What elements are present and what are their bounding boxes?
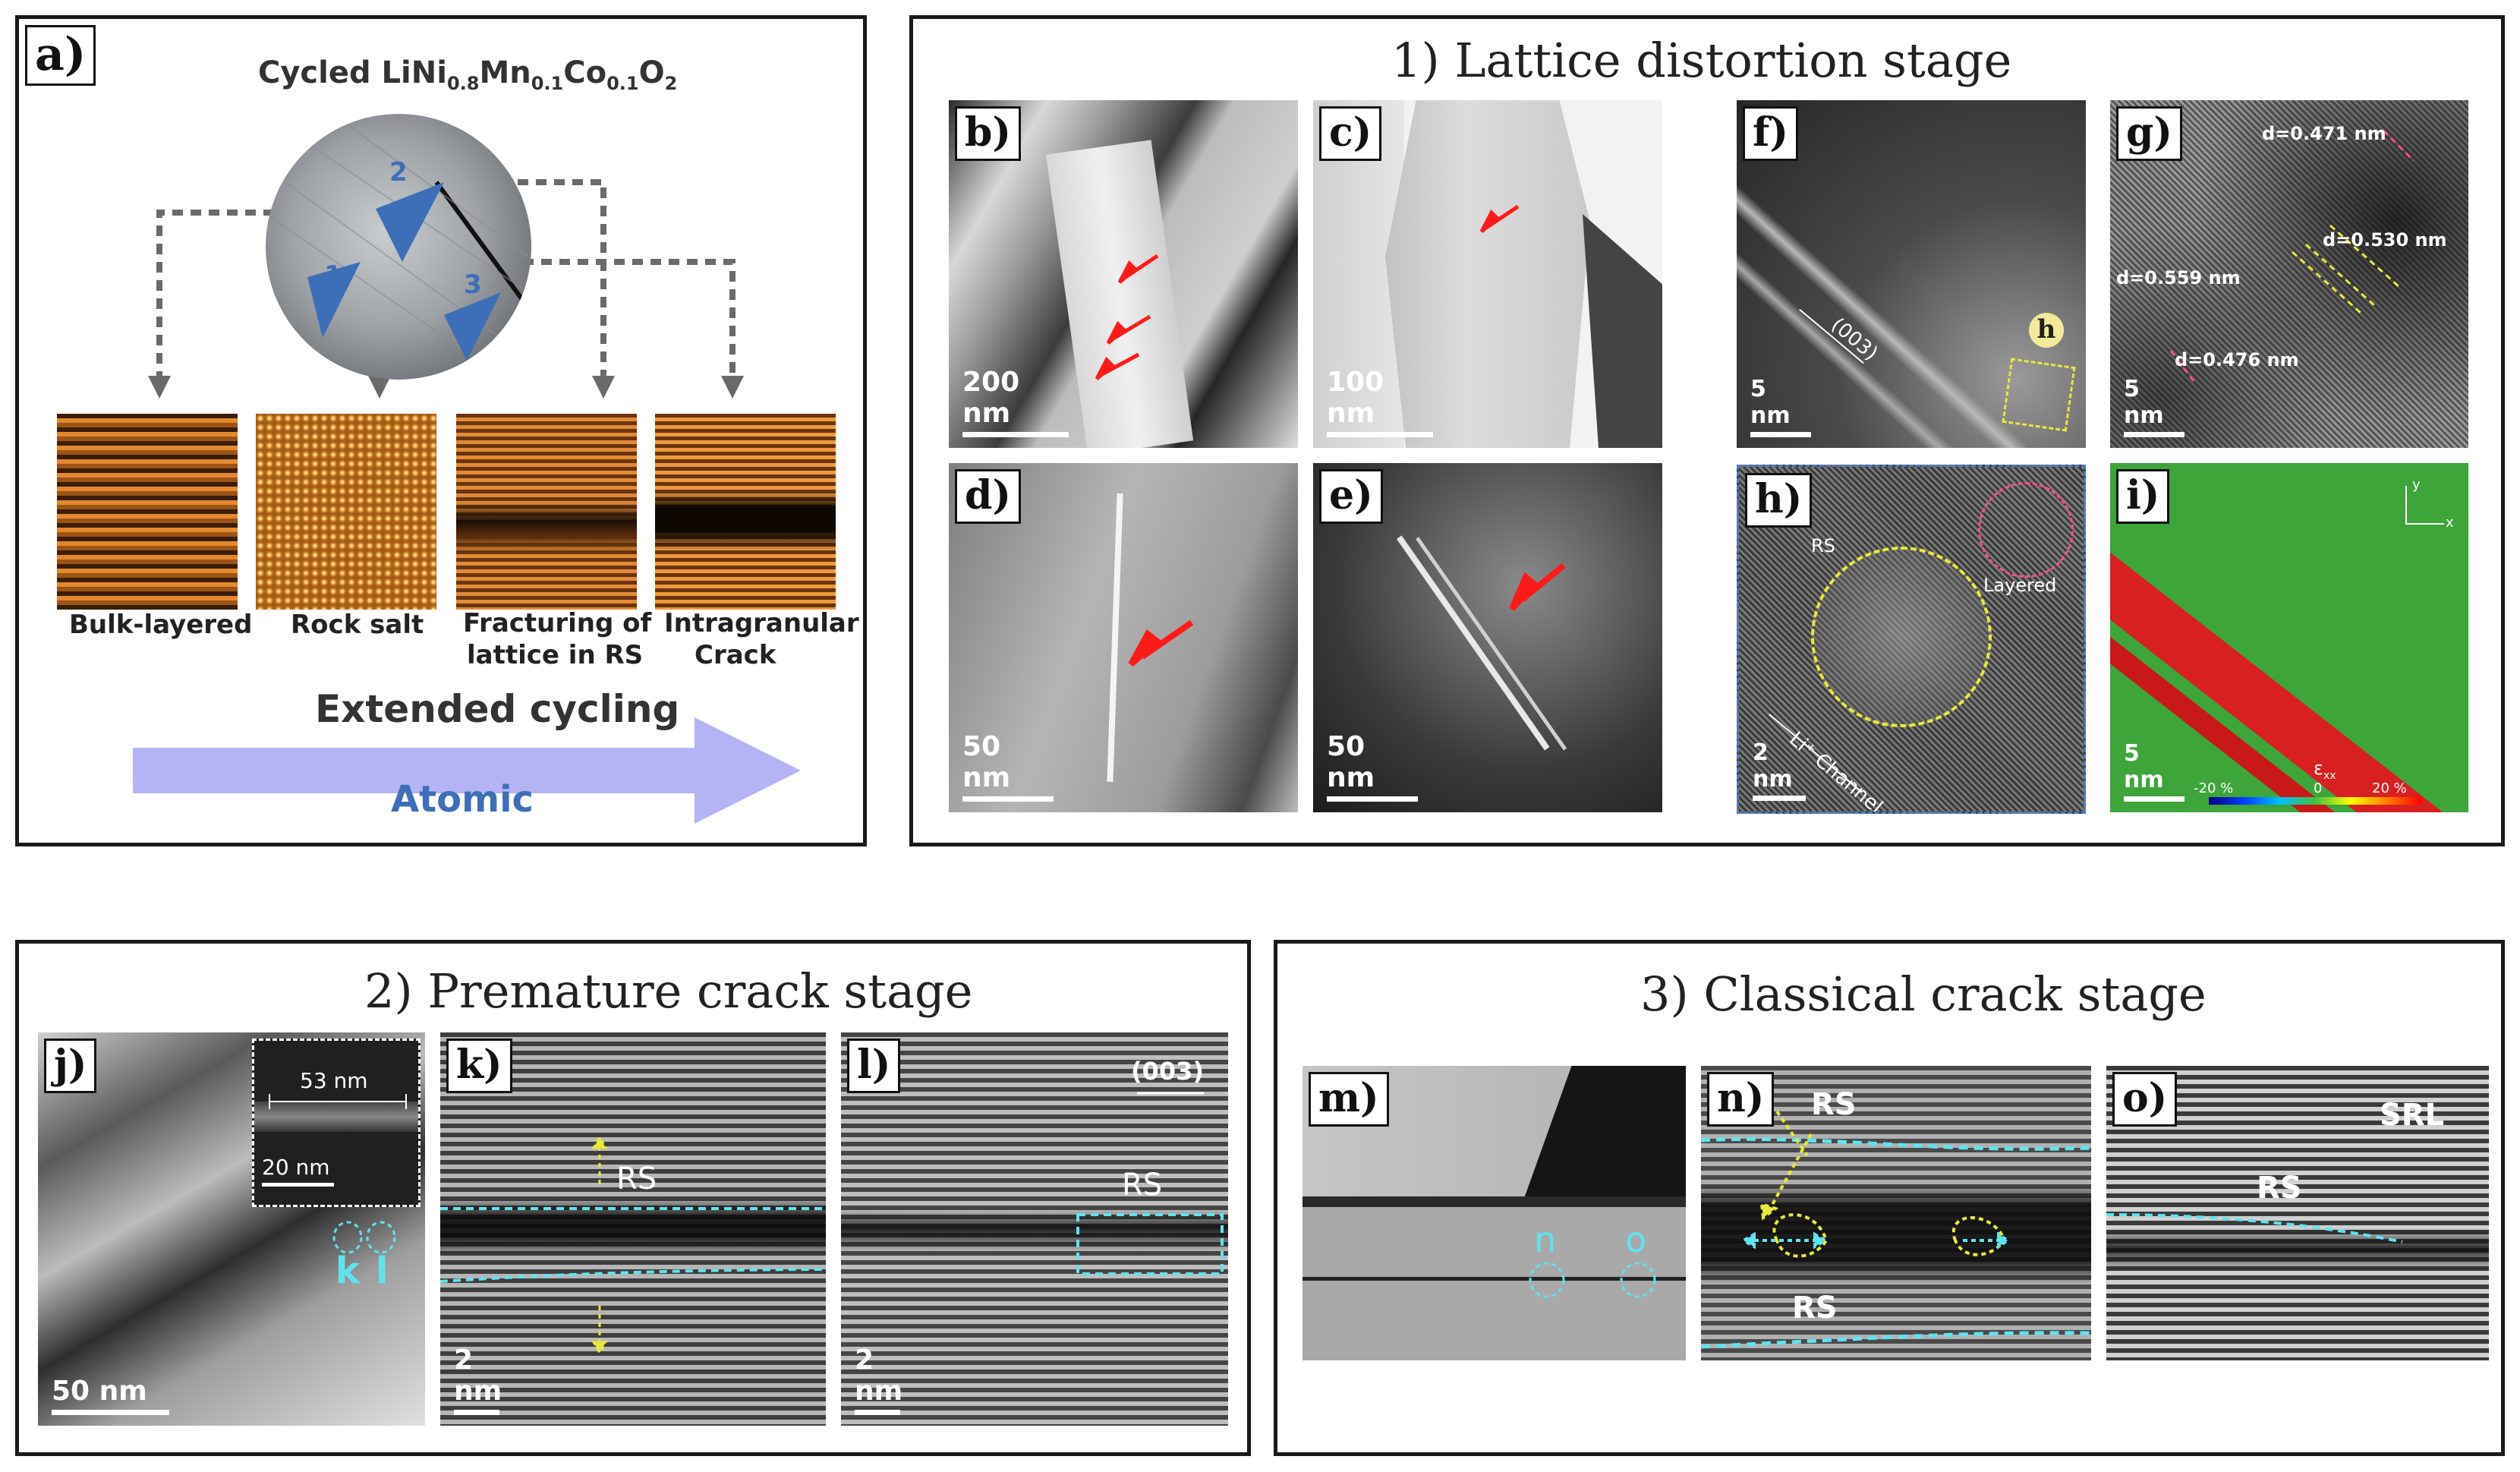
- caption-rock-salt: Rock salt: [291, 610, 424, 640]
- scalebar-l: 2 nm: [855, 1344, 902, 1415]
- panel-l: (003) RS l) 2 nm: [841, 1032, 1228, 1426]
- caption-bulk-layered: Bulk-layered: [69, 610, 253, 640]
- panel-label-l: l): [847, 1039, 901, 1093]
- region-rs-k: RS: [616, 1162, 657, 1196]
- d-spacing-4: d=0.476 nm: [2175, 349, 2299, 370]
- stage3-title: 3) Classical crack stage: [1640, 966, 2207, 1022]
- panel-h: RS Layered Li⁺ Channel h) 2 nm: [1737, 465, 2086, 814]
- axis-x-label: x: [2446, 515, 2454, 531]
- caption-fracturing-l2: lattice in RS: [467, 640, 644, 670]
- thumb-rock-salt: [256, 414, 436, 610]
- panel-m: n o m): [1303, 1066, 1686, 1360]
- scalebar-e: 50 nm: [1327, 731, 1418, 802]
- marker-l: l: [376, 1250, 389, 1292]
- d-spacing-3: d=0.559 nm: [2116, 267, 2241, 288]
- scalebar-k: 2 nm: [454, 1344, 502, 1415]
- colorbar-title: εxx: [2314, 758, 2336, 782]
- panel-c: c) 100 nm: [1313, 100, 1662, 448]
- scalebar-d: 50 nm: [962, 731, 1054, 802]
- panel-label-d: d): [955, 469, 1021, 524]
- panel-label-m: m): [1309, 1072, 1389, 1127]
- caption-crack-l2: Crack: [695, 640, 776, 670]
- panel-g: d=0.471 nm d=0.530 nm d=0.559 nm d=0.476…: [2110, 100, 2468, 448]
- panel-i: y x -20 % 0 20 % εxx i) 5 nm: [2110, 463, 2468, 812]
- panel-e: e) 50 nm: [1313, 463, 1662, 812]
- scalebar-b: 200 nm: [962, 367, 1069, 437]
- panel-label-e: e): [1319, 469, 1383, 524]
- marker-h: h: [2029, 313, 2064, 348]
- marker-1: 1: [324, 260, 342, 291]
- panel-label-o: o): [2112, 1072, 2178, 1127]
- panel-a-title: Cycled LiNi0.8Mn0.1Co0.1O2: [258, 55, 678, 94]
- panel-label-b: b): [955, 106, 1021, 161]
- stage2-title: 2) Premature crack stage: [364, 963, 973, 1019]
- colorbar-min: -20 %: [2194, 780, 2234, 796]
- plane-003-l: (003): [1131, 1057, 1205, 1086]
- marker-o: o: [1625, 1219, 1647, 1260]
- panel-label-c: c): [1319, 106, 1382, 161]
- panel-label-j: j): [44, 1039, 97, 1093]
- panel-label-h: h): [1745, 473, 1813, 528]
- region-rs-n-top: RS: [1811, 1087, 1857, 1122]
- atomic-label: Atomic: [391, 778, 534, 821]
- cycling-arrow: [133, 717, 801, 824]
- strain-colorbar: [2209, 797, 2421, 805]
- thumb-crack: [655, 414, 836, 610]
- marker-2: 2: [389, 157, 408, 188]
- scalebar-g: 5 nm: [2124, 376, 2185, 437]
- panel-b: b) 200 nm: [949, 100, 1298, 448]
- d-spacing-2: d=0.530 nm: [2323, 229, 2447, 251]
- panel-label-a: a): [25, 25, 96, 86]
- region-rs-l: RS: [1122, 1168, 1163, 1203]
- panel-d: d) 50 nm: [949, 463, 1298, 812]
- region-rs-n-bottom: RS: [1792, 1291, 1838, 1325]
- d-spacing-1: d=0.471 nm: [2262, 123, 2386, 144]
- scalebar-j: 50 nm: [52, 1376, 169, 1415]
- axis-y-label: y: [2412, 477, 2421, 493]
- panel-label-i: i): [2116, 469, 2170, 524]
- panel-label-k: k): [446, 1039, 512, 1093]
- region-rs-h: RS: [1811, 535, 1835, 556]
- colorbar-max: 20 %: [2372, 780, 2407, 796]
- scalebar-h: 2 nm: [1753, 739, 1806, 801]
- marker-3: 3: [464, 269, 482, 300]
- extended-cycling-label: Extended cycling: [315, 687, 680, 731]
- stage1-title: 1) Lattice distortion stage: [1391, 33, 2012, 88]
- panel-j: 53 nm 20 nm k l j) 50 nm: [38, 1032, 425, 1426]
- panel-o: SRL RS o): [2106, 1066, 2489, 1360]
- panel-label-f: f): [1743, 106, 1798, 161]
- thumb-bulk-layered: [57, 414, 238, 610]
- inset-scalebar: 20 nm: [262, 1155, 334, 1187]
- thumb-fracturing: [456, 414, 637, 610]
- region-srl: SRL: [2380, 1098, 2445, 1133]
- region-rs-o: RS: [2257, 1171, 2302, 1206]
- panel-f: (003) h f) 5 nm: [1737, 100, 2086, 448]
- marker-k: k: [335, 1250, 360, 1292]
- colorbar-mid: 0: [2314, 780, 2323, 796]
- panel-a-frame: a) Cycled LiNi0.8Mn0.1Co0.1O2: [15, 15, 867, 846]
- inset-dimension: 53 nm: [300, 1068, 368, 1093]
- scalebar-i: 5 nm: [2124, 740, 2185, 802]
- scalebar-c: 100 nm: [1327, 367, 1433, 437]
- region-layered-h: Layered: [1983, 575, 2057, 596]
- panel-label-g: g): [2116, 106, 2182, 161]
- particle-diagram: [148, 114, 744, 399]
- caption-crack-l1: Intragranular: [664, 608, 859, 638]
- inset-j: 53 nm 20 nm: [252, 1039, 421, 1207]
- scalebar-f: 5 nm: [1750, 376, 1811, 437]
- panel-k: RS k) 2 nm: [440, 1032, 826, 1426]
- panel-label-n: n): [1707, 1072, 1775, 1127]
- marker-n: n: [1534, 1219, 1557, 1260]
- panel-n: RS RS n): [1701, 1066, 2091, 1360]
- caption-fracturing-l1: Fracturing of: [463, 608, 652, 638]
